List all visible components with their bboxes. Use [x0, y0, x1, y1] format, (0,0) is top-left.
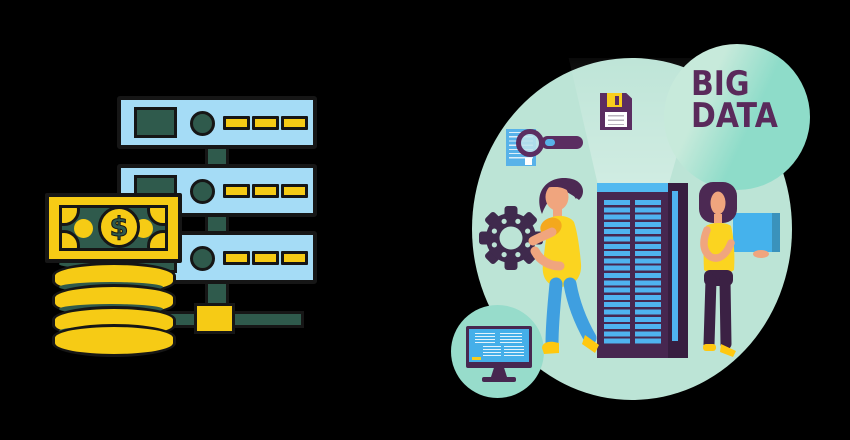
monitor-taskbar-tick — [472, 357, 481, 360]
data-cube-side — [772, 213, 780, 252]
monitor-stand-neck — [491, 368, 507, 377]
document-scrollbar — [525, 158, 532, 165]
big-data-line1: BIG — [691, 64, 750, 104]
server-slot-column — [635, 200, 661, 346]
dollar-bill: $ — [45, 193, 182, 263]
monitor-data-block — [483, 346, 501, 358]
network-cable-right — [232, 311, 304, 328]
data-cube-front — [733, 213, 772, 252]
bill-side-circle — [74, 219, 93, 238]
man-hair-front — [546, 181, 578, 199]
server-unit-1 — [117, 96, 317, 149]
monitor-data-block — [475, 333, 495, 343]
woman-head — [710, 191, 726, 215]
drive-light — [281, 116, 308, 130]
woman-shoe-left — [703, 344, 716, 351]
coin-stack — [52, 256, 176, 357]
woman-leg-right — [719, 274, 732, 350]
drive-light — [281, 251, 308, 265]
server-tower-side-panel — [668, 183, 688, 358]
bill-center-circle: $ — [98, 208, 140, 248]
server-power-circle — [190, 246, 215, 271]
man-shoe-right — [582, 335, 599, 353]
woman-shoe-right — [720, 344, 736, 357]
server-side-stripe — [672, 191, 678, 341]
dollar-sign: $ — [109, 211, 129, 243]
coin — [52, 324, 176, 357]
woman-arm — [700, 226, 735, 262]
monitor-data-block — [504, 346, 524, 358]
man-leg-left — [545, 277, 563, 351]
drive-light — [252, 184, 279, 198]
magnifier-handle-highlight — [545, 139, 555, 146]
man-figure — [528, 177, 599, 354]
man-neck — [553, 206, 562, 218]
magnifier-lens-icon — [516, 129, 544, 157]
drive-light — [223, 251, 250, 265]
bigdata-bubble — [664, 44, 810, 190]
floppy-shutter — [607, 93, 622, 107]
floppy-label-lines — [608, 115, 624, 125]
man-arm-lower — [530, 246, 565, 271]
server-power-circle — [190, 111, 215, 136]
monitor-icon — [466, 326, 532, 382]
drive-light — [252, 251, 279, 265]
woman-neck — [714, 214, 722, 224]
drive-light — [281, 184, 308, 198]
big-data-line2: DATA — [691, 95, 778, 136]
man-leg-right — [563, 277, 597, 345]
woman-top — [703, 223, 735, 275]
man-head — [545, 183, 569, 211]
magnifier-handle — [541, 136, 583, 149]
woman-figure — [699, 182, 780, 357]
server-tower-body — [597, 183, 668, 358]
monitor-stand-base — [482, 377, 516, 382]
drive-light — [223, 184, 250, 198]
network-node — [194, 303, 235, 334]
woman-leg-left — [703, 274, 717, 350]
monitor-screen — [469, 329, 529, 362]
woman-hand — [753, 250, 769, 258]
server-tower-top-band — [597, 183, 668, 192]
floppy-label — [605, 112, 627, 127]
big-data-title: BIG DATA — [691, 64, 778, 136]
bill-inner-panel: $ — [59, 205, 168, 251]
server-slot-column — [604, 200, 630, 346]
floppy-slot — [615, 96, 619, 105]
monitor-data-block — [500, 333, 522, 343]
floppy-disk-icon — [600, 93, 632, 130]
woman-fringe — [708, 185, 729, 201]
monitor-frame — [466, 326, 532, 368]
drive-light — [223, 116, 250, 130]
server-screen — [134, 107, 177, 138]
server-tower — [597, 183, 688, 358]
man-shoe-left — [542, 341, 559, 354]
bill-corner — [147, 208, 165, 226]
server-power-circle — [190, 179, 215, 204]
bill-corner — [147, 230, 165, 248]
drive-light — [252, 116, 279, 130]
man-arm-upper — [528, 227, 557, 246]
